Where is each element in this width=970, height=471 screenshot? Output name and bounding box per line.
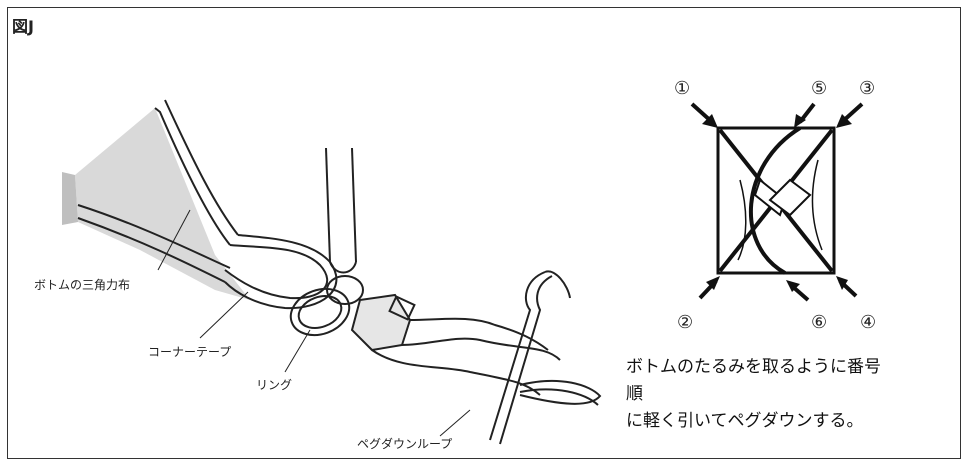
bottom-cloth-drawing [62,99,338,310]
caption-line-2: に軽く引いてペグダウンする。 [626,411,864,431]
step-4-label: ④ [860,312,877,333]
figure-frame [7,7,961,459]
pole-drawing [325,147,364,305]
caption-line-1: ボトムのたるみを取るように番号順 [626,357,881,404]
pull-arrows [690,102,864,302]
step-5-label: ⑤ [811,78,828,99]
step-6-label: ⑥ [811,312,828,333]
label-pegdown-loop: ペグダウンループ [357,437,453,451]
label-ring: リング [256,378,293,392]
step-2-label: ② [677,312,694,333]
step-3-label: ③ [859,78,876,99]
leader-lines [157,209,471,437]
step-1-label: ① [674,78,691,99]
ground-sheet-square [716,126,836,275]
label-bottom-cloth: ボトムの三角力布 [34,278,131,292]
instruction-caption: ボトムのたるみを取るように番号順 に軽く引いてペグダウンする。 [626,354,886,435]
figure-label: 図J [12,17,34,36]
ring-drawing [289,287,351,337]
peg-drawing [489,270,602,445]
label-corner-tape: コーナーテープ [148,345,232,359]
